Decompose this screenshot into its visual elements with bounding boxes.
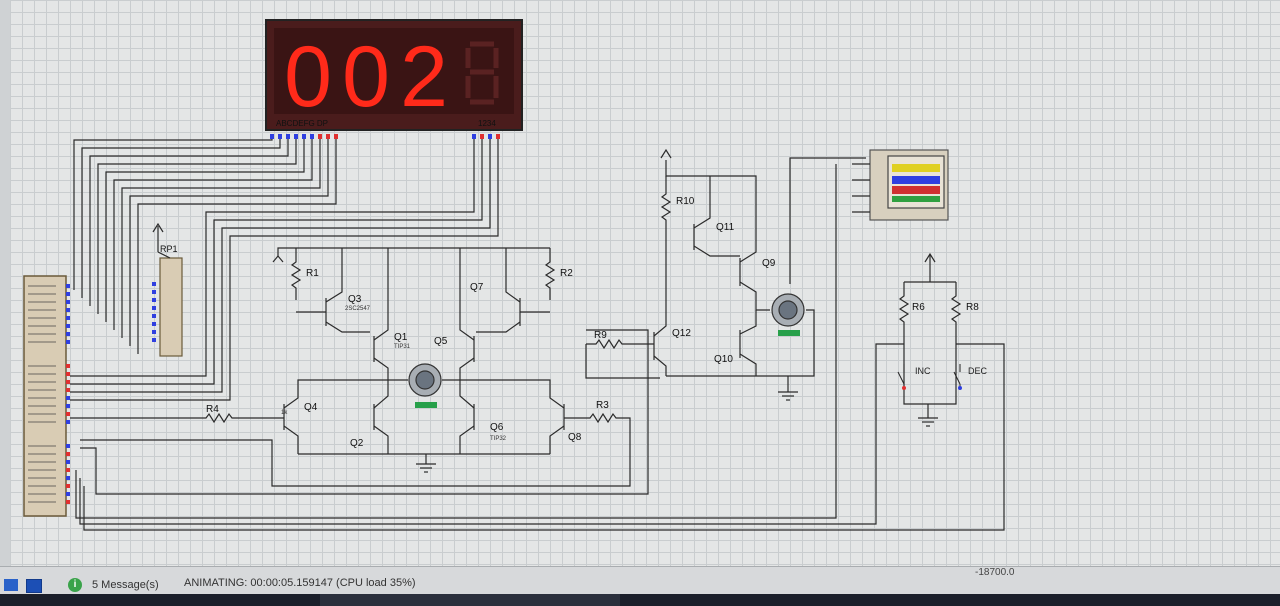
r1-label: R1 bbox=[306, 268, 319, 279]
r8-label: R8 bbox=[966, 302, 979, 313]
microcontroller bbox=[23, 275, 70, 517]
display-bus-wires bbox=[70, 139, 499, 401]
digit-1: 0 bbox=[284, 29, 332, 125]
schematic-canvas[interactable]: 0 0 2 ABCDEFG DP 1234 bbox=[10, 0, 1280, 566]
q6-part: TIP32 bbox=[490, 436, 507, 442]
coordinate-readout: -18700.0 bbox=[975, 567, 1015, 578]
r4-value: 1k bbox=[281, 410, 288, 416]
taskbar-strip bbox=[320, 594, 620, 606]
q12-label: Q12 bbox=[672, 328, 691, 339]
q1-part: TIP31 bbox=[394, 344, 411, 350]
r2-label: R2 bbox=[560, 268, 573, 279]
resistor-pack-rp1: RP1 bbox=[152, 222, 183, 357]
digit-4-unlit-segments bbox=[465, 41, 499, 105]
q3-part: 2SC2547 bbox=[345, 306, 371, 312]
animation-status: ANIMATING: 00:00:05.159147 (CPU load 35%… bbox=[184, 577, 416, 589]
messages-count[interactable]: 5 Message(s) bbox=[92, 579, 159, 591]
inc-button[interactable] bbox=[896, 362, 912, 390]
q1-label: Q1 bbox=[394, 332, 408, 343]
button-panel: R6 R8 bbox=[79, 252, 1005, 531]
display-pin-label-left: ABCDEFG DP bbox=[276, 119, 328, 128]
dec-button-label: DEC bbox=[968, 366, 988, 376]
q7-label: Q7 bbox=[470, 282, 484, 293]
q8-label: Q8 bbox=[568, 432, 582, 443]
dec-button[interactable] bbox=[952, 362, 968, 390]
r3-label: R3 bbox=[596, 400, 609, 411]
oscilloscope bbox=[75, 149, 949, 519]
schematic-drawing: 0 0 2 ABCDEFG DP 1234 bbox=[23, 19, 1005, 531]
q9-label: Q9 bbox=[762, 258, 776, 269]
r9-label: R9 bbox=[594, 330, 607, 341]
display-pins bbox=[270, 134, 500, 139]
q6-label: Q6 bbox=[490, 422, 504, 433]
digit-2: 0 bbox=[342, 29, 390, 125]
r10-label: R10 bbox=[676, 196, 695, 207]
q3-label: Q3 bbox=[348, 294, 362, 305]
q5-label: Q5 bbox=[434, 336, 448, 347]
q4-label: Q4 bbox=[304, 402, 318, 413]
q2-label: Q2 bbox=[350, 438, 364, 449]
h-bridge-left: R1 R2 Q3 Q1 Q2 Q4 R4 Q7 bbox=[70, 247, 649, 495]
status-bar: -18700.0 i 5 Message(s) ANIMATING: 00:00… bbox=[0, 566, 1280, 595]
taskbar bbox=[0, 594, 1280, 606]
rp1-label: RP1 bbox=[160, 244, 178, 254]
pause-icon[interactable] bbox=[26, 579, 42, 593]
message-info-icon[interactable]: i bbox=[68, 578, 82, 592]
r4-label: R4 bbox=[206, 404, 219, 415]
q11-label: Q11 bbox=[716, 222, 735, 233]
stop-icon[interactable] bbox=[4, 579, 18, 591]
inc-button-label: INC bbox=[915, 366, 931, 376]
h-bridge-right: R10 Q11 Q9 Q12 R9 Q10 bbox=[585, 148, 866, 401]
display-pin-label-right: 1234 bbox=[478, 119, 496, 128]
r6-label: R6 bbox=[912, 302, 925, 313]
q10-label: Q10 bbox=[714, 354, 733, 365]
digit-3: 2 bbox=[400, 29, 448, 125]
seven-segment-display: 0 0 2 ABCDEFG DP 1234 bbox=[265, 19, 523, 131]
